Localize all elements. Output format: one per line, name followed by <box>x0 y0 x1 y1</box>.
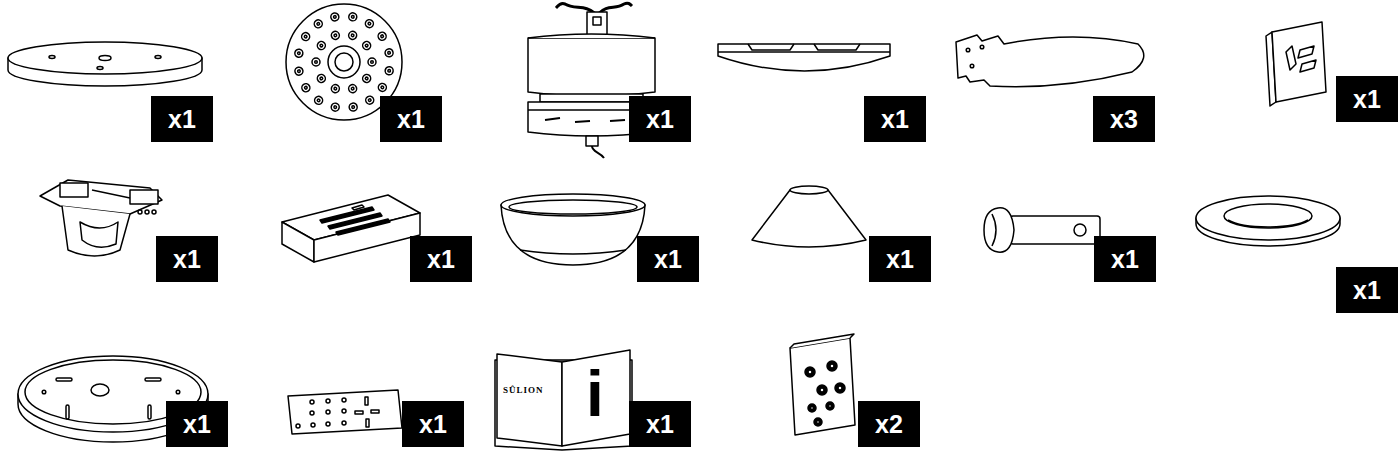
downrod <box>984 208 1100 252</box>
screw-packet <box>790 334 855 435</box>
instruction-manual <box>495 350 632 450</box>
quantity-text: x3 <box>1110 107 1138 132</box>
quantity-badge: x1 <box>637 236 699 282</box>
quantity-text: x1 <box>183 412 211 437</box>
quantity-text: x1 <box>397 107 425 132</box>
quantity-badge: x1 <box>869 236 931 282</box>
quantity-badge: x1 <box>402 401 464 447</box>
quantity-text: x1 <box>881 107 909 132</box>
quantity-text: x2 <box>875 412 903 437</box>
remote-control <box>288 390 402 434</box>
quantity-badge: x1 <box>410 236 472 282</box>
quantity-badge: x1 <box>629 401 691 447</box>
quantity-badge: x3 <box>1093 96 1155 142</box>
quantity-badge: x1 <box>151 96 213 142</box>
light-bowl <box>501 194 645 265</box>
quantity-badge: x1 <box>1094 236 1156 282</box>
receiver-box <box>282 195 420 262</box>
quantity-text: x1 <box>427 247 455 272</box>
quantity-badge: x1 <box>629 96 691 142</box>
quantity-text: x1 <box>419 412 447 437</box>
quantity-text: x1 <box>173 247 201 272</box>
quantity-badge: x1 <box>380 96 442 142</box>
quantity-text: x1 <box>646 107 674 132</box>
canopy-plate <box>8 42 202 86</box>
quantity-text: x1 <box>1111 247 1139 272</box>
info-symbol: i <box>586 362 604 426</box>
quantity-badge: x1 <box>166 401 228 447</box>
quantity-text: x1 <box>1353 87 1381 112</box>
quantity-badge: x1 <box>156 236 218 282</box>
quantity-badge: x1 <box>1336 267 1398 313</box>
quantity-text: x1 <box>1353 278 1381 303</box>
trim-ring <box>1196 196 1340 246</box>
brand-name: SÛLION <box>503 386 544 395</box>
mounting-bracket <box>40 180 162 256</box>
quantity-text: x1 <box>654 247 682 272</box>
quantity-text: x1 <box>886 247 914 272</box>
wall-switch <box>1266 22 1326 106</box>
quantity-badge: x2 <box>858 401 920 447</box>
rod-cover <box>752 186 866 247</box>
quantity-badge: x1 <box>864 96 926 142</box>
quantity-text: x1 <box>646 412 674 437</box>
quantity-badge: x1 <box>1336 76 1398 122</box>
quantity-text: x1 <box>168 107 196 132</box>
fan-blade <box>956 35 1144 87</box>
motor-trim <box>718 44 890 71</box>
